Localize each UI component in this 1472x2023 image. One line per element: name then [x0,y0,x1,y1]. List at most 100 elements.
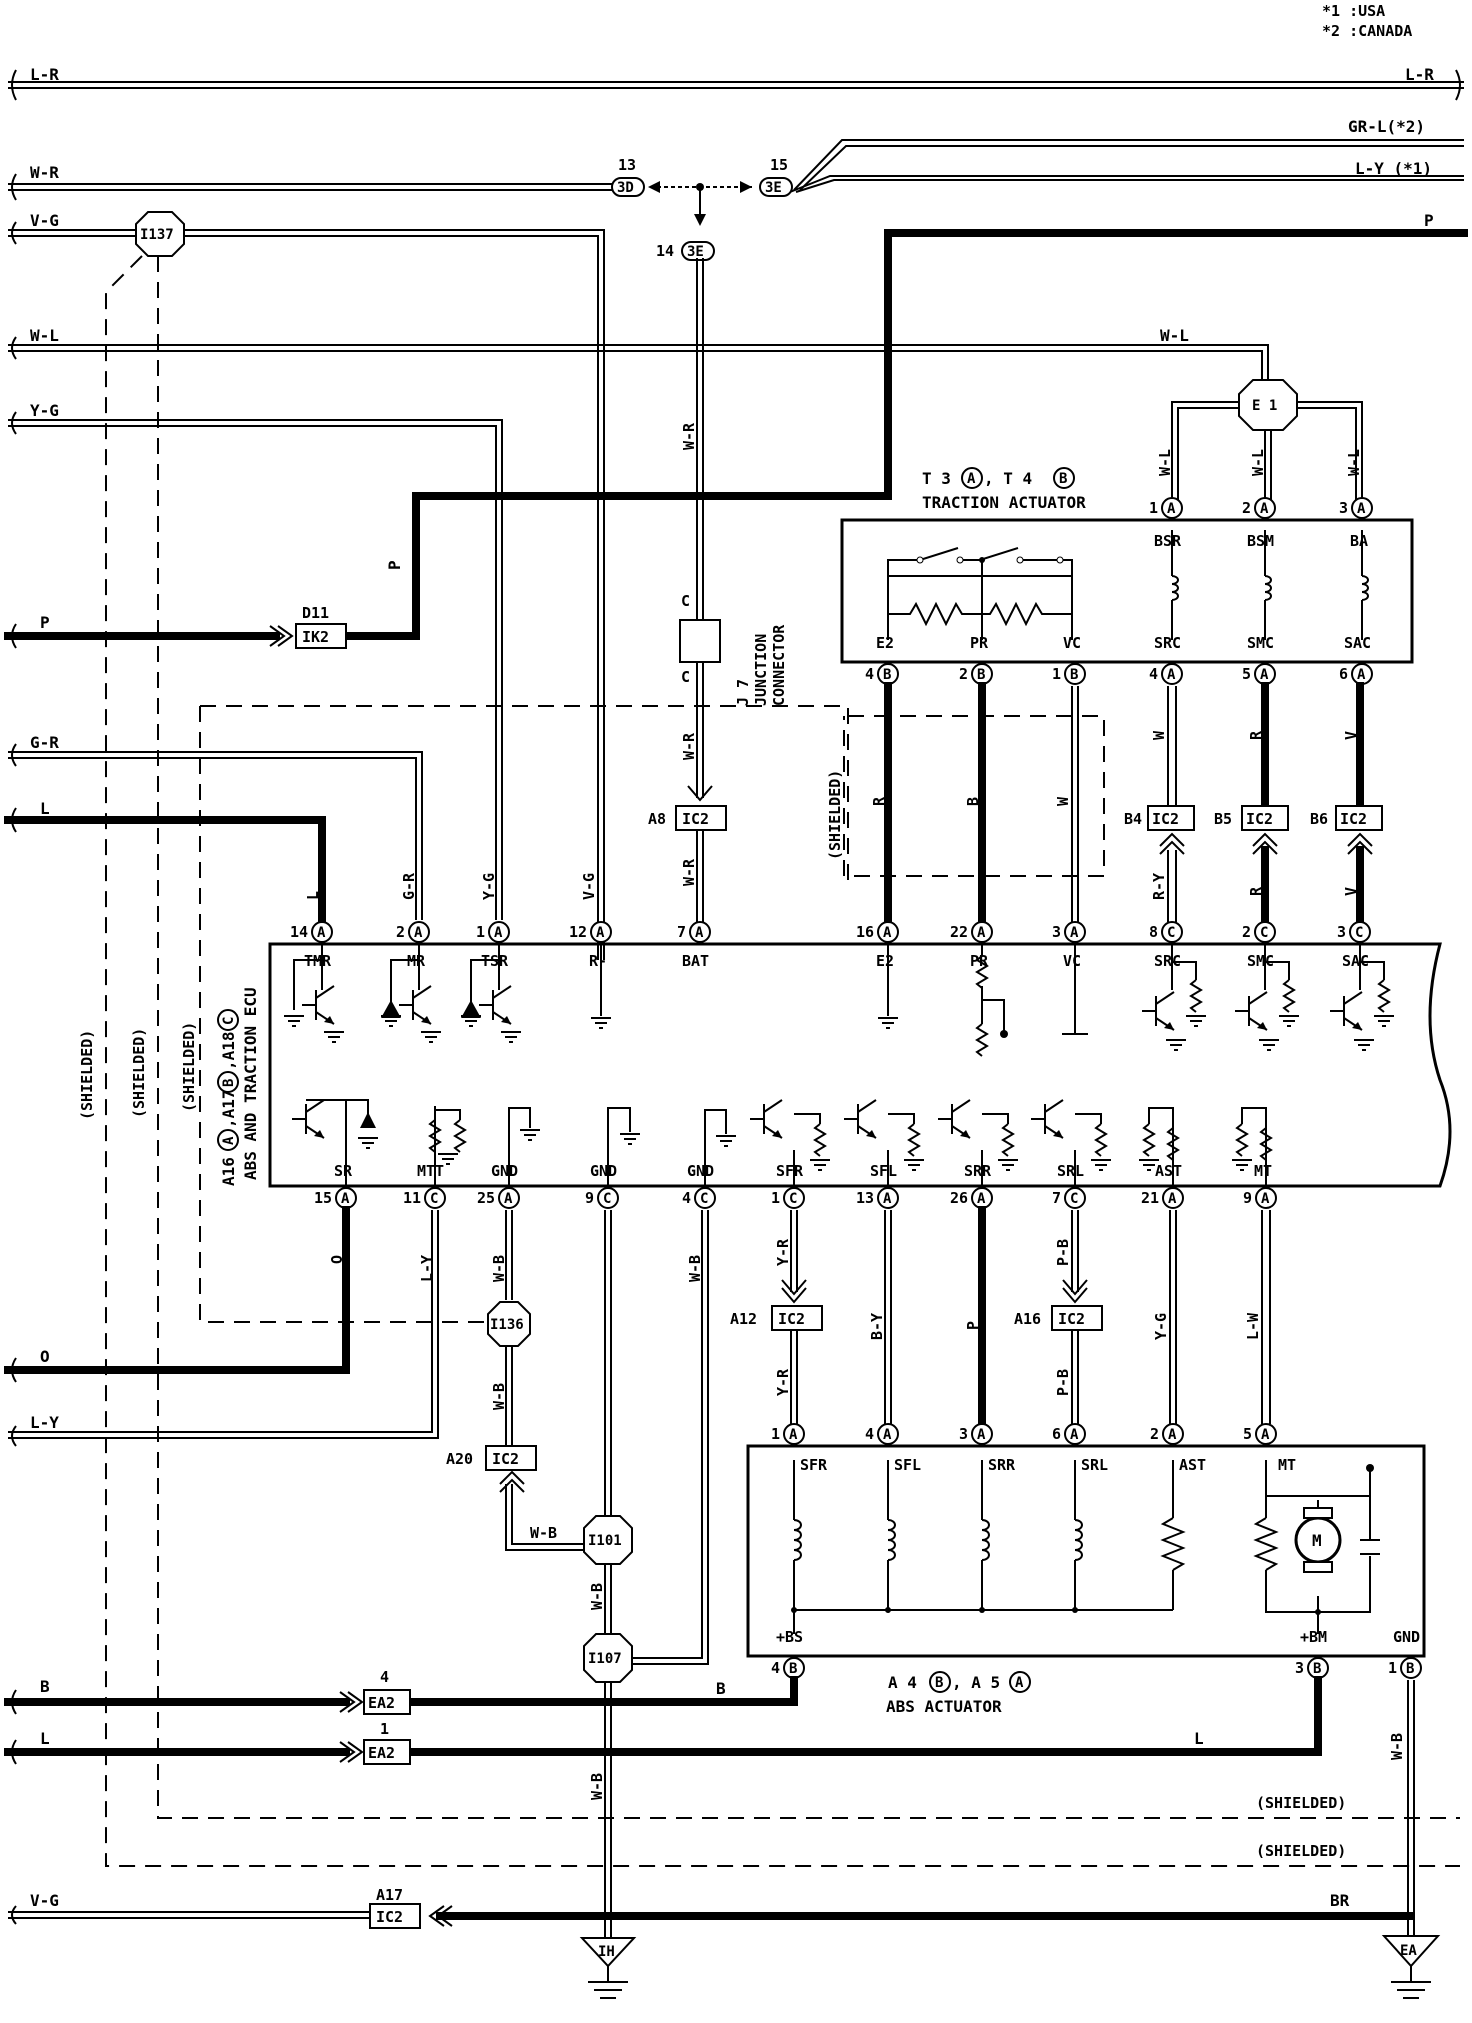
conn-a16: A16 [1014,1310,1041,1328]
wire-l-tmr: L [4,799,326,924]
abs-pin-top-number: 2 [1150,1425,1159,1443]
ta-pin-bottom-number: 6 [1339,665,1348,683]
label-w-vc: W [1054,796,1072,806]
ecu-pin-top-letter: A [977,925,986,941]
ta-pin-bottom-letter: A [1357,667,1366,683]
ecu-internals [284,944,1394,1186]
ecu-side-1: A16 [219,1157,238,1186]
wire-p-main: P P [342,211,1468,640]
abs-pin-top-letter: A [789,1427,798,1443]
ecu-pin-top-letter: A [883,925,892,941]
ecu-pin-top-letter: A [596,925,605,941]
ta-pin-bottom-terminal: VC [1063,634,1081,652]
wire-b-power: B B 4 EA2 [4,1668,798,1715]
label-by-sfl: B-Y [868,1313,886,1340]
conn-15-label: 15 [770,156,788,174]
ecu-pin-bottom-letter: A [504,1191,513,1207]
ta-pin-bottom-number: 5 [1242,665,1251,683]
ecu-pin-bottom-terminal: GND [590,1162,617,1180]
junction-label-2: JUNCTION [752,634,770,706]
ground-ih: IH [598,1944,615,1960]
junction-label-1: J 7 [734,679,752,706]
abs-pin-top-number: 1 [771,1425,780,1443]
ta-pin-bottom-terminal: SMC [1247,634,1274,652]
ecu-pin-bottom-letter: A [1261,1191,1270,1207]
ta-title-a: T 3 [922,469,951,488]
label-v-sac: V [1342,731,1360,740]
conn-a17: A17 [376,1886,403,1904]
ecu-pin-bottom-letter: C [430,1191,438,1207]
label-r-e2: R [870,796,888,806]
label-ly1: L-Y (*1) [1355,159,1432,178]
ta-pin-top-terminal: BSR [1154,532,1182,550]
ta-pin-top-number: 1 [1149,499,1158,517]
conn-ic2-b5: IC2 [1246,810,1273,828]
abs-pin-top-terminal: SFL [894,1456,921,1474]
ecu-pin-bottom-number: 26 [950,1189,968,1207]
ecu-side-2: ,A17 [219,1089,238,1128]
wire-gr-l-and-l-y: GR-L(*2) L-Y (*1) [789,117,1464,193]
conn-ic2-a17: IC2 [376,1908,403,1926]
abs-pin-bottom-terminal: +BS [776,1628,803,1646]
shield-label-6: (SHIELDED) [1256,1842,1346,1860]
ecu-pin-top-terminal: BAT [682,952,709,970]
wire-wr-top: W-R [8,163,612,201]
ta-pin-bottom-terminal: SAC [1344,634,1371,652]
junction-3d-3e: 13 3D 15 3E 14 3E [611,156,793,261]
abs-pin-top-number: 3 [959,1425,968,1443]
conn-ic2-a12: IC2 [778,1310,805,1328]
ecu-pin-top-number: 8 [1149,923,1158,941]
label-lw-mt: L-W [1244,1312,1262,1340]
label-pb-srl: P-B [1054,1239,1072,1266]
ecu-pin-top-number: 3 [1337,923,1346,941]
abs-pin-bottom-terminal: GND [1393,1628,1420,1646]
abs-pin-top-terminal: SFR [800,1456,828,1474]
ecu-pin-bottom-terminal: GND [491,1162,518,1180]
label-b-mid: B [716,1679,726,1698]
legend-note-1: *1 :USA [1322,2,1385,20]
label-lr-left: L-R [30,65,59,84]
ecu-pin-bottom-terminal: SFR [776,1162,804,1180]
wires-ta-to-ecu: R B W W R V B4 IC2 B5 IC2 B6 IC2 R-Y R V [870,682,1383,926]
ecu-pin-top-number: 2 [1242,923,1251,941]
conn-b5: B5 [1214,810,1232,828]
ta-circle-b: B [1059,471,1067,487]
wire-br: BR A17 IC2 V-G [8,1886,1415,1929]
ta-pin-top-letter: A [1260,501,1269,517]
label-l-left2: L [40,1729,50,1748]
junction-label-3: CONNECTOR [770,624,788,706]
ta-pin-bottom-terminal: E2 [876,634,894,652]
conn-a12: A12 [730,1310,757,1328]
wires-ecu-bottom: O O L-Y L-Y W-B I136 W-B A20 IC2 W-B I10… [4,1206,1271,1999]
ecu-side-name: ABS AND TRACTION ECU [241,987,260,1180]
abs-pin-bottom-letter: B [1313,1661,1321,1677]
ta-pin-top-letter: A [1167,501,1176,517]
connector-i137: I137 [140,227,174,243]
ecu-pin-bottom-letter: C [700,1191,708,1207]
ecu-input-labels: L G-R Y-G V-G [304,872,598,900]
ecu-pin-bottom-number: 13 [856,1189,874,1207]
ta-circle-a: A [967,471,976,487]
ecu-pin-bottom-letter: C [789,1191,797,1207]
ecu-pin-bottom-number: 21 [1141,1189,1159,1207]
label-o-sr: O [328,1255,346,1264]
